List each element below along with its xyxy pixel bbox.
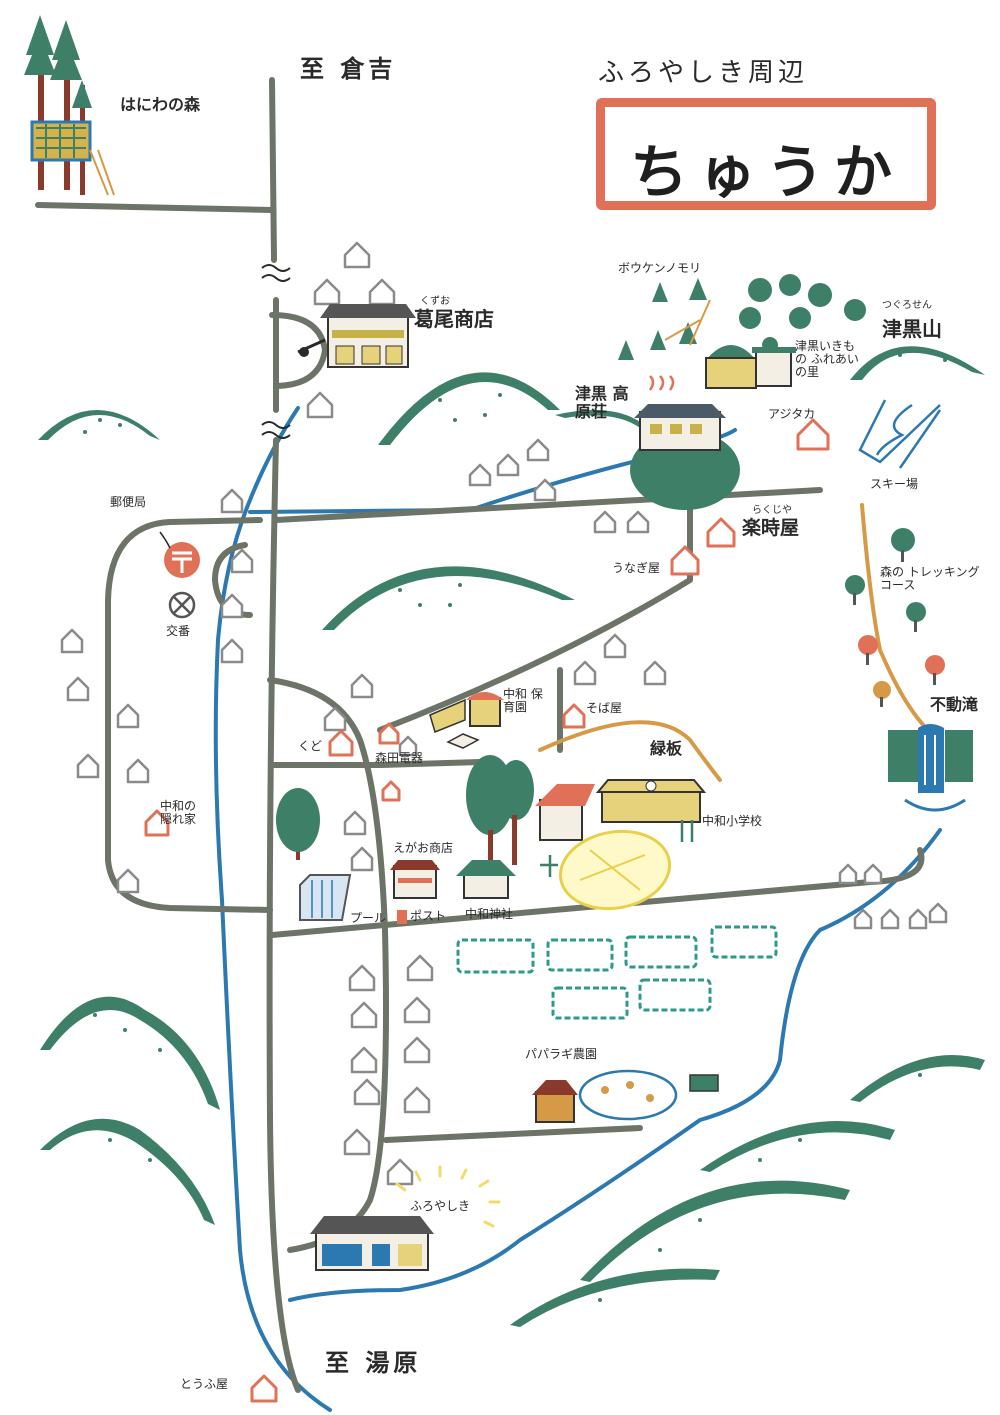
hill — [322, 566, 575, 630]
koban-symbol — [168, 591, 196, 619]
map-title: ちゅうか — [629, 138, 902, 206]
label-post-office: 郵便局 — [110, 495, 147, 509]
label-morita-denki: 森田電器 — [375, 751, 424, 765]
hill — [40, 1118, 215, 1225]
label-haniwa-forest: はにわの森 — [120, 95, 201, 114]
egao-building — [390, 860, 440, 899]
toufuya-house — [250, 1374, 278, 1403]
label-kuzuo-ruby: くずお — [420, 296, 450, 307]
egao-house — [381, 780, 401, 802]
school-buildings — [535, 779, 707, 911]
label-school: 中和小学校 — [702, 814, 763, 828]
label-tsuguroyama: 津黒山 — [882, 317, 942, 341]
road-break-marks — [261, 264, 291, 439]
direction-north: 至 倉吉 — [300, 55, 397, 83]
hill — [38, 410, 160, 440]
label-sobaya: そば屋 — [586, 701, 623, 715]
ikimono-building — [705, 274, 866, 389]
label-post: ポスト — [410, 909, 447, 923]
kudo-house — [328, 729, 354, 757]
hill — [378, 372, 560, 445]
pool — [299, 874, 352, 921]
kakurega-house — [144, 809, 170, 837]
hill — [850, 346, 985, 380]
shrine-building — [456, 860, 516, 899]
label-trekking: 森の トレッキングコース — [880, 565, 980, 593]
label-shrine: 中和神社 — [465, 907, 514, 921]
hill — [850, 1055, 985, 1102]
unagiya-house — [670, 545, 700, 576]
label-kogenso: 津黒 高原荘 — [575, 384, 629, 421]
label-kuzuo: 葛尾商店 — [414, 307, 494, 331]
houses — [60, 241, 948, 1186]
furoyashiki-building — [310, 1216, 434, 1271]
shrine-trees — [276, 755, 534, 870]
label-toufuya: とうふ屋 — [180, 1377, 229, 1391]
ajitaka-house — [796, 418, 830, 451]
label-paparagi: パパラギ農園 — [525, 1047, 598, 1061]
hill — [580, 1180, 850, 1282]
label-rakujiya: 楽時屋 — [742, 517, 800, 539]
title-box: ちゅうか — [596, 98, 936, 210]
label-ryokuban: 緑板 — [650, 739, 683, 758]
label-boukennomori: ボウケンノモリ — [618, 261, 702, 275]
adventure-forest — [618, 278, 711, 360]
kogenso-building — [630, 375, 740, 510]
rice-fields — [456, 925, 778, 1020]
label-koban: 交番 — [166, 624, 191, 638]
morita-house — [378, 722, 400, 745]
trekking-trees — [845, 528, 945, 707]
ski-slope — [858, 399, 942, 469]
waterfall — [888, 724, 973, 812]
direction-south: 至 湯原 — [325, 1349, 422, 1377]
rakujiya-house — [706, 517, 736, 548]
label-unagiya: うなぎ屋 — [612, 561, 661, 575]
label-kudo: くど — [298, 739, 323, 753]
label-ajitaka: アジタカ — [768, 407, 816, 421]
shop-markers — [144, 418, 830, 1403]
sobaya-house — [562, 703, 586, 729]
hill — [510, 1268, 720, 1327]
label-tsuguroyama-ruby: つぐろせん — [882, 300, 932, 311]
trekking-trail — [860, 503, 942, 742]
main-road — [266, 77, 301, 1393]
label-fudou-falls: 不動滝 — [930, 695, 979, 714]
hoikuen-building — [429, 692, 504, 749]
label-kakurega: 中和の 隠れ家 — [160, 799, 197, 827]
label-furoyashiki: ふろやしき — [410, 1199, 471, 1213]
kuzuo-building — [297, 304, 416, 368]
post-box — [397, 910, 407, 924]
label-ski: スキー場 — [870, 477, 919, 491]
ryokuban-trail — [538, 720, 722, 782]
label-pool: プール — [350, 911, 387, 925]
furoyashiki-rays — [395, 1165, 501, 1228]
map-subtitle: ふろやしき周辺 — [598, 58, 809, 88]
hills — [38, 346, 985, 1327]
farm — [532, 1069, 719, 1123]
label-hoikuen: 中和 保育園 — [503, 687, 543, 715]
label-rakujiya-ruby: らくじや — [752, 505, 792, 516]
post-office-symbol — [164, 542, 200, 578]
hill — [555, 410, 650, 430]
treehouse — [24, 15, 115, 196]
hill — [700, 1121, 895, 1172]
hill — [40, 996, 220, 1110]
label-ikimono: 津黒いきもの ふれあいの里 — [795, 339, 859, 380]
hill-dots — [83, 348, 947, 1302]
label-egao: えがお商店 — [393, 841, 454, 855]
